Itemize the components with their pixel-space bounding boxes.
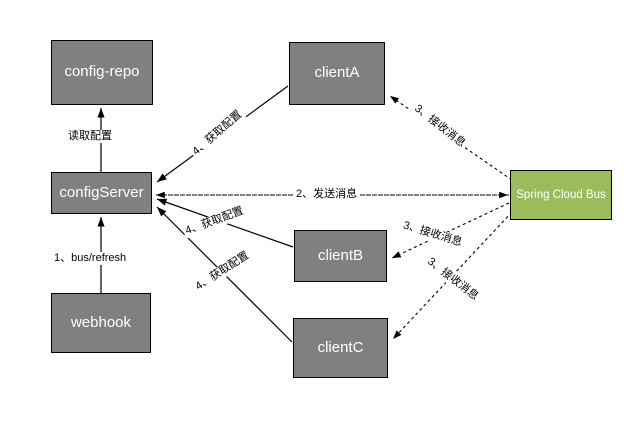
node-spring-cloud-bus[interactable]: Spring Cloud Bus	[510, 170, 612, 220]
node-client-c[interactable]: clientC	[293, 318, 388, 378]
edge-label-read-config: 读取配置	[66, 130, 114, 143]
node-client-b[interactable]: clientB	[294, 230, 387, 282]
edge-receive-message-c	[392, 211, 513, 340]
node-client-a-label: clientA	[314, 64, 360, 82]
node-webhook[interactable]: webhook	[51, 293, 151, 353]
node-config-server[interactable]: configServer	[51, 172, 152, 214]
edge-label-send-message: 2、发送消息	[294, 188, 360, 201]
node-config-repo-label: config-repo	[64, 63, 140, 81]
node-client-c-label: clientC	[317, 338, 364, 356]
node-client-b-label: clientB	[317, 246, 364, 264]
node-webhook-label: webhook	[70, 313, 132, 331]
edge-label-bus-refresh: 1、bus/refresh	[52, 252, 129, 265]
node-client-a[interactable]: clientA	[289, 42, 385, 105]
node-config-server-label: configServer	[59, 183, 144, 201]
node-config-repo[interactable]: config-repo	[51, 40, 153, 105]
node-spring-cloud-bus-label: Spring Cloud Bus	[516, 188, 606, 201]
